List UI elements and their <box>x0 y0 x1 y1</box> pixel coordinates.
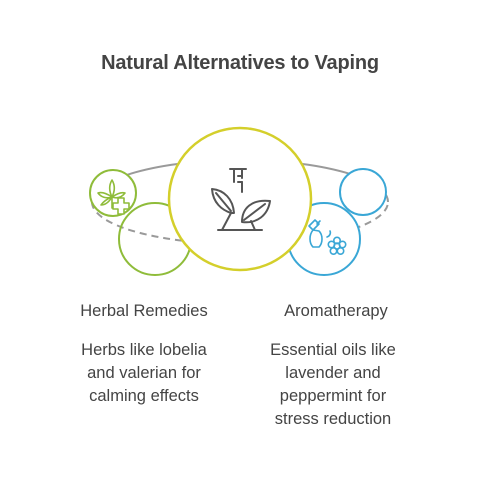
aroma-description-line: stress reduction <box>274 410 392 428</box>
herbal-remedies-description: Herbs like lobelia and valerian for calm… <box>44 339 244 408</box>
essential-oil-flower-icon <box>308 219 347 256</box>
test-tube-leaves-icon <box>211 168 271 231</box>
aroma-description-line: Essential oils like <box>270 341 396 359</box>
aroma-description-line: peppermint for <box>279 387 387 405</box>
aromatherapy-heading: Aromatherapy <box>284 302 388 320</box>
herbal-description-line: calming effects <box>89 387 199 405</box>
herbal-leaf-cross-icon <box>97 179 130 215</box>
center-circle <box>167 126 313 272</box>
herbal-description-line: Herbs like lobelia <box>81 341 207 359</box>
aromatherapy-description: Essential oils like lavender and pepperm… <box>233 339 433 431</box>
herbal-description-line: and valerian for <box>87 364 201 382</box>
aroma-description-line: lavender and <box>285 364 381 382</box>
herbal-remedies-heading: Herbal Remedies <box>80 302 208 320</box>
diagram-title: Natural Alternatives to Vaping <box>101 52 379 74</box>
aroma-small-circle <box>339 168 387 216</box>
